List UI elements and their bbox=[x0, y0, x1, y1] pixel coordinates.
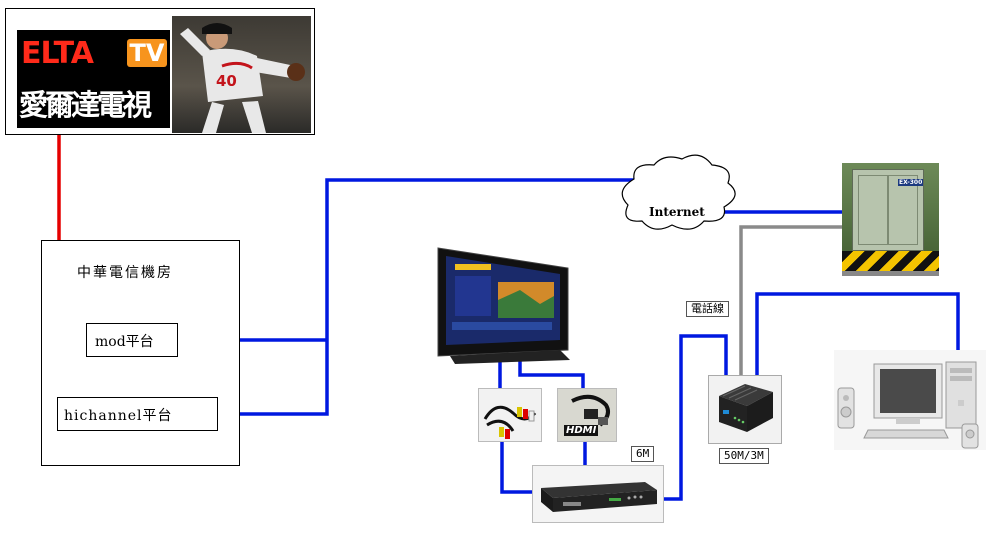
set-top-box-photo bbox=[532, 465, 664, 523]
cabinet-tag: EX-300 bbox=[898, 179, 924, 186]
player-number: 40 bbox=[216, 72, 237, 90]
blue-path-modem-to-pc bbox=[755, 292, 960, 375]
av-cable-photo bbox=[478, 388, 542, 442]
baseball-player-photo: 40 bbox=[172, 16, 311, 133]
blue-path-av-to-stb bbox=[500, 440, 532, 494]
desktop-computer-photo bbox=[834, 350, 986, 450]
blue-path-hichannel bbox=[218, 178, 645, 416]
mod-platform-box bbox=[86, 323, 178, 357]
elta-tv-badge: TV bbox=[127, 39, 167, 67]
elta-logo: ELTA TV 愛爾達電視 bbox=[17, 30, 170, 128]
elta-brand-chinese: 愛爾達電視 bbox=[19, 88, 152, 122]
speed-50m-3m-label: 50M/3M bbox=[719, 448, 769, 464]
blue-path-modem-to-stb bbox=[662, 334, 728, 501]
speed-6m-label: 6M bbox=[631, 446, 655, 462]
mod-platform-label: mod平台 bbox=[95, 334, 154, 350]
internet-label: Internet bbox=[649, 205, 705, 219]
blue-path-tv-to-hdmi bbox=[518, 360, 585, 388]
elta-brand-letters: ELTA bbox=[21, 36, 94, 71]
modem-photo bbox=[708, 375, 782, 444]
hichannel-platform-label: hichannel平台 bbox=[64, 408, 173, 424]
phone-line-label: 電話線 bbox=[686, 301, 729, 317]
hdmi-label: HDMI bbox=[564, 425, 599, 436]
hichannel-platform-box bbox=[57, 397, 218, 431]
hdmi-cable-photo: HDMI bbox=[557, 388, 617, 442]
datacenter-title: 中華電信機房 bbox=[77, 265, 173, 281]
gray-phone-line bbox=[739, 225, 842, 375]
street-cabinet-photo: EX-300 bbox=[842, 163, 939, 276]
elta-panel: ELTA TV 愛爾達電視 40 bbox=[5, 8, 315, 135]
